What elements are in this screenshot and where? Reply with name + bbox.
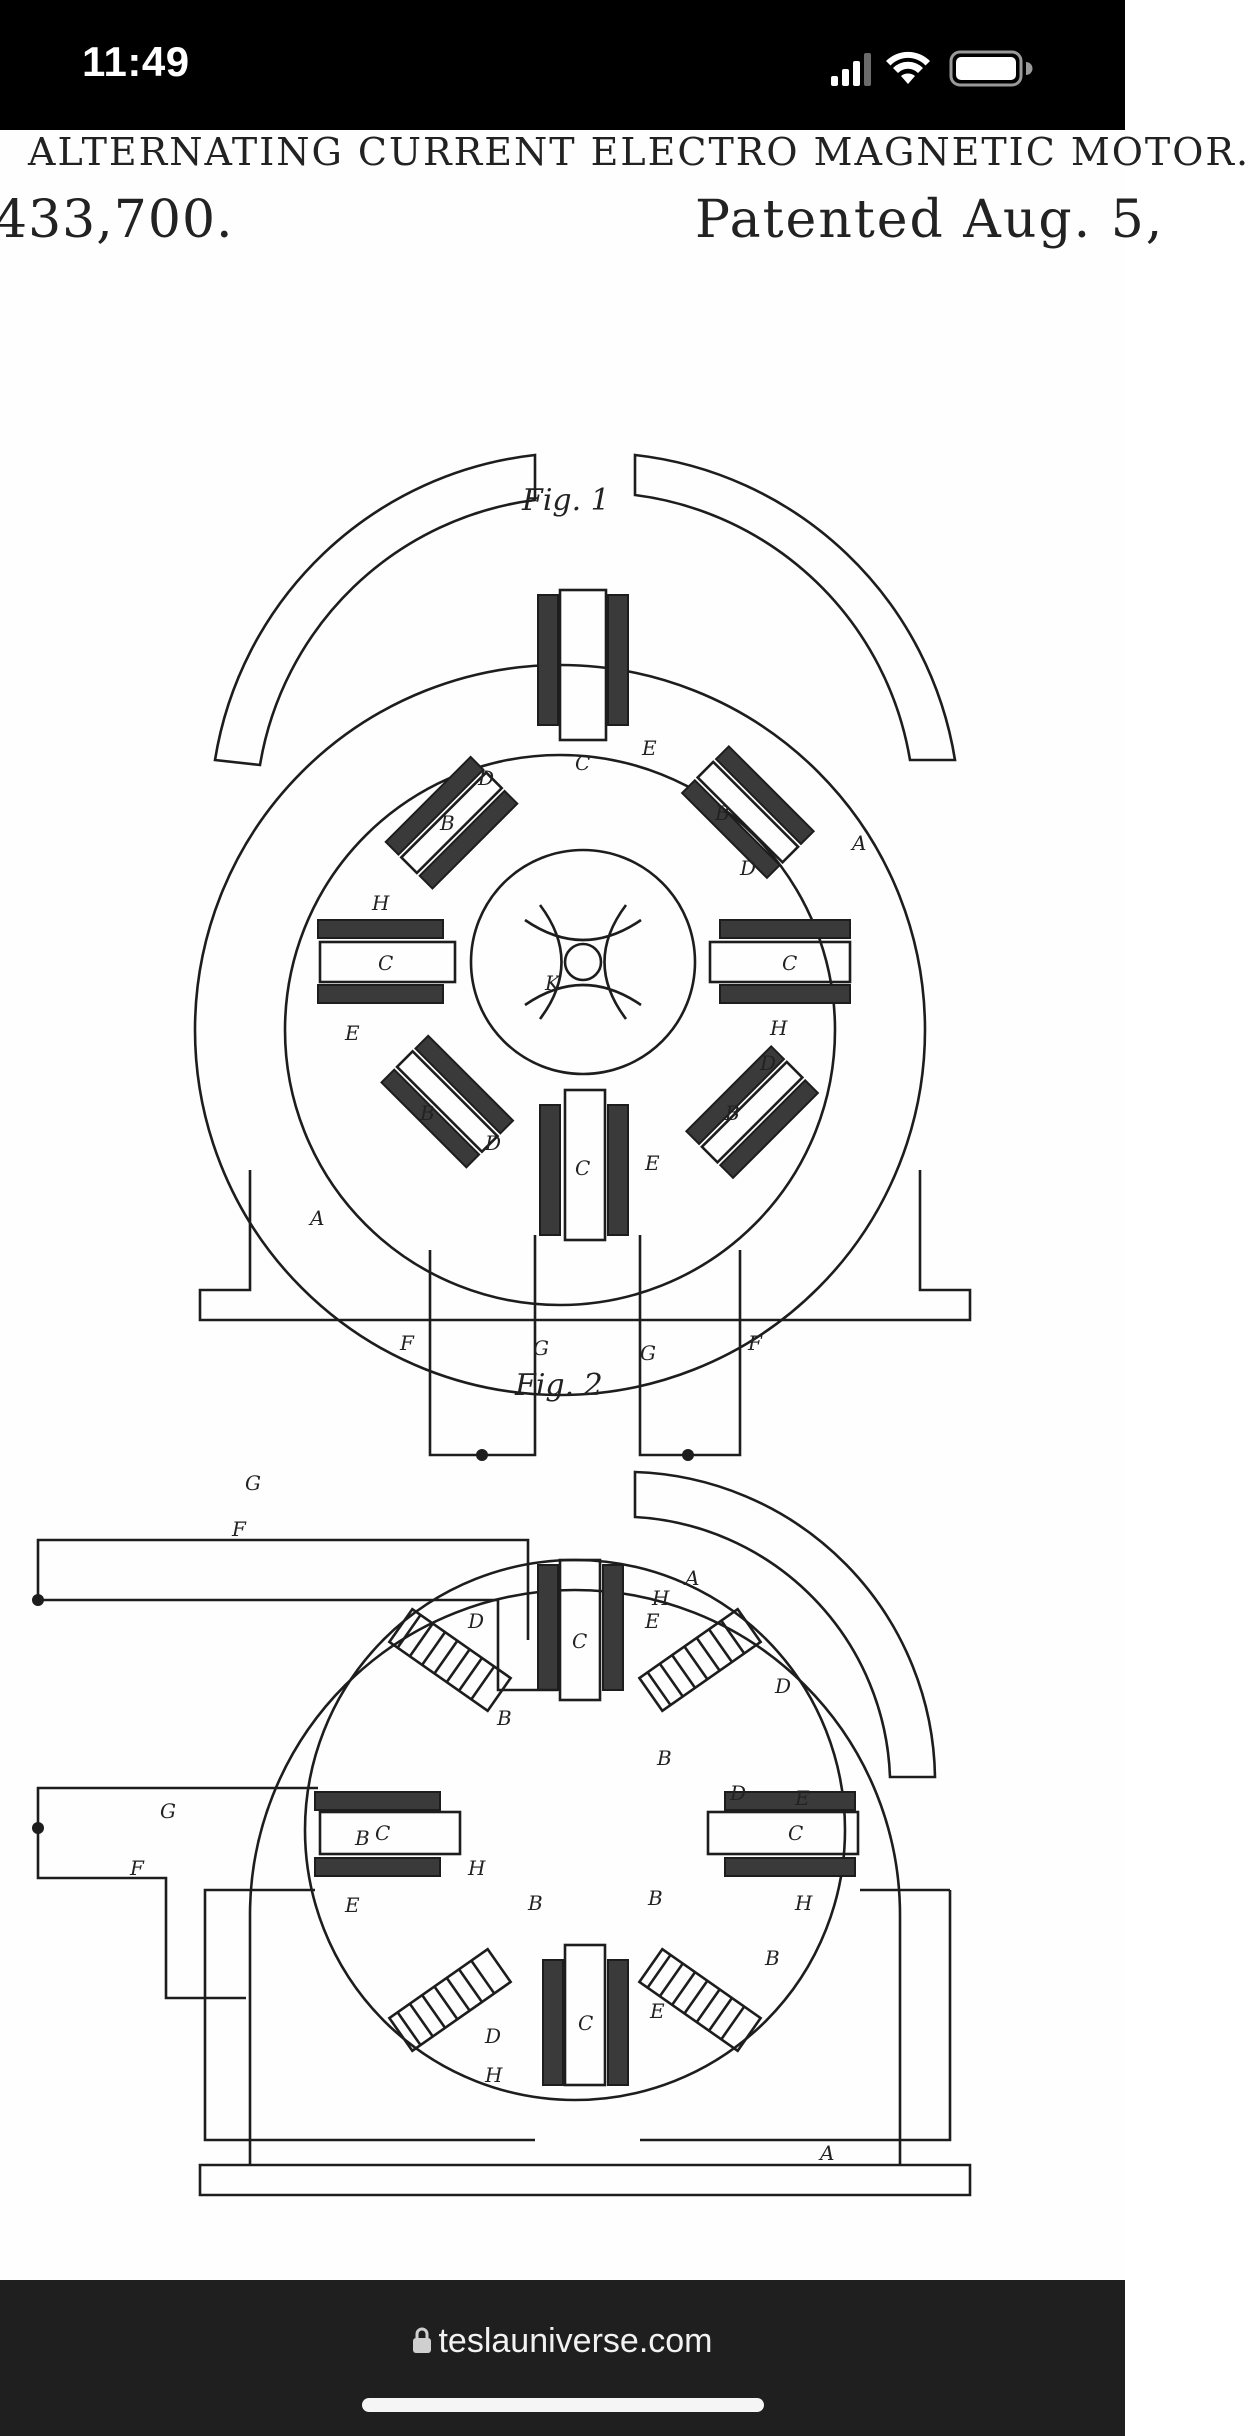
fig1-part-b: B <box>439 811 455 835</box>
fig1-part-f: F <box>399 1331 415 1355</box>
fig1-part-a: A <box>850 831 866 855</box>
fig2-part-b: B <box>496 1706 512 1730</box>
fig2-part-c: C <box>572 1629 587 1653</box>
fig2-part-e: E <box>644 1609 660 1633</box>
fig2-part-d: D <box>484 2024 501 2048</box>
fig2-part-b: B <box>656 1746 672 1770</box>
fig1-part-c: C <box>782 951 797 975</box>
fig1-part-e: E <box>344 1021 360 1045</box>
fig1-part-a: A <box>308 1206 324 1230</box>
fig2-part-c: C <box>375 1821 390 1845</box>
fig1-motor <box>193 453 972 1461</box>
fig2-part-d: D <box>729 1781 746 1805</box>
figure-2-drawing: Fig. 2 <box>32 1368 972 2197</box>
fig1-part-b: B <box>714 801 730 825</box>
browser-bottom-bar: teslauniverse.com <box>0 2280 1125 2436</box>
fig2-part-h: H <box>484 2063 503 2087</box>
fig2-part-labels: A A B B B B B B C C C C D D D D E E E E … <box>129 1471 834 2165</box>
fig1-part-b: B <box>724 1101 740 1125</box>
fig1-part-d: D <box>484 1131 501 1155</box>
wifi-icon <box>886 51 930 84</box>
fig1-part-d: D <box>759 1051 776 1075</box>
fig1-part-g: G <box>533 1336 549 1360</box>
fig1-part-g: G <box>640 1341 656 1365</box>
fig2-part-d: D <box>774 1674 791 1698</box>
fig2-part-h: H <box>794 1891 813 1915</box>
patent-number: 433,700. <box>0 190 234 250</box>
fig1-part-f: F <box>747 1331 763 1355</box>
fig2-part-a: A <box>683 1566 699 1590</box>
fig1-part-labels: A A B B B B C C C C D D D D E E E H H K … <box>308 736 866 1365</box>
lock-icon <box>413 2327 432 2353</box>
fig2-part-b: B <box>647 1886 663 1910</box>
status-icons <box>831 50 1033 87</box>
fig2-part-a: A <box>818 2141 834 2165</box>
fig1-part-c: C <box>575 751 590 775</box>
fig1-part-e: E <box>641 736 657 760</box>
fig1-part-b: B <box>419 1101 435 1125</box>
fig1-part-d: D <box>739 856 756 880</box>
home-indicator[interactable] <box>362 2398 764 2412</box>
fig1-part-c: C <box>575 1156 590 1180</box>
signal-icon <box>831 53 871 86</box>
patent-document: ALTERNATING CURRENT ELECTRO MAGNETIC MOT… <box>0 130 1248 2280</box>
fig2-part-c: C <box>788 1821 803 1845</box>
fig1-part-h: H <box>371 891 390 915</box>
fig2-motor <box>32 1470 972 2197</box>
fig2-part-b: B <box>527 1891 543 1915</box>
fig2-part-f: F <box>231 1517 247 1541</box>
battery-icon <box>949 50 1033 87</box>
fig1-part-e: E <box>644 1151 660 1175</box>
fig2-part-f: F <box>129 1856 145 1880</box>
patent-title: ALTERNATING CURRENT ELECTRO MAGNETIC MOT… <box>28 130 1250 174</box>
fig2-part-b: B <box>764 1946 780 1970</box>
fig2-part-h: H <box>651 1586 670 1610</box>
fig1-part-d: D <box>477 766 494 790</box>
address-bar[interactable]: teslauniverse.com <box>0 2322 1125 2361</box>
fig2-part-g: G <box>245 1471 261 1495</box>
status-time: 11:49 <box>82 38 190 85</box>
figure-1-drawing: Fig. 1 <box>193 453 972 1461</box>
fig1-part-k: K <box>544 971 561 995</box>
fig1-part-c: C <box>378 951 393 975</box>
fig2-label: Fig. 2 <box>514 1368 603 1403</box>
status-bar: 11:49 <box>0 0 1125 130</box>
fig1-part-h: H <box>769 1016 788 1040</box>
patent-date: Patented Aug. 5, <box>695 190 1165 250</box>
fig2-part-g: G <box>160 1799 176 1823</box>
fig2-part-e: E <box>649 1999 665 2023</box>
fig2-part-c: C <box>578 2011 593 2035</box>
fig2-part-e: E <box>344 1893 360 1917</box>
url-text: teslauniverse.com <box>438 2322 713 2360</box>
fig2-part-b: B <box>354 1826 370 1850</box>
fig2-part-h: H <box>467 1856 486 1880</box>
fig2-part-e: E <box>794 1786 810 1810</box>
fig2-part-d: D <box>467 1609 484 1633</box>
